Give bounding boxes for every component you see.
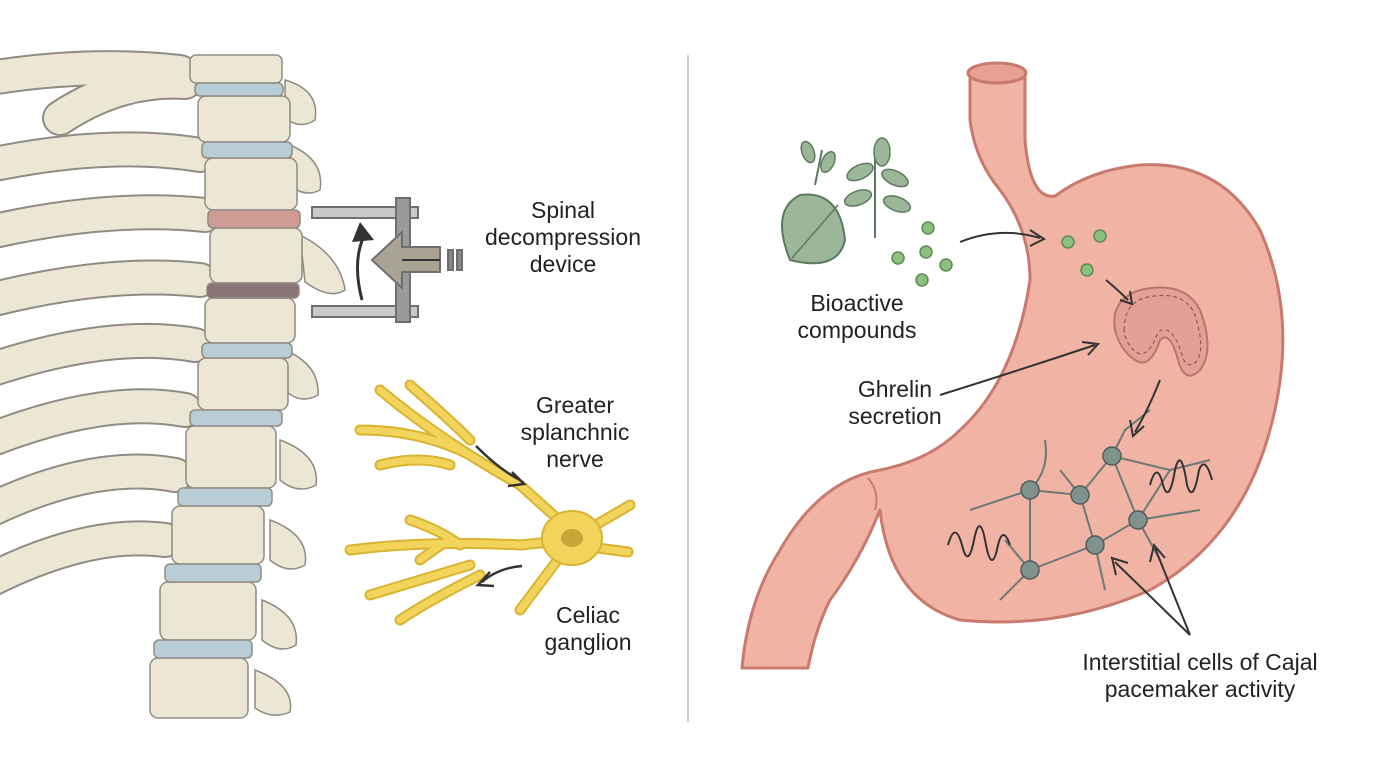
compounds-label-line-1: Bioactive (810, 290, 904, 316)
nerve-label-line-2: splanchnic (520, 419, 630, 445)
device-label: Spinal decompression device (478, 197, 648, 278)
splanchnic-nerve (344, 379, 636, 626)
ghrelin-cell (1113, 286, 1209, 377)
compound-dots (891, 221, 1107, 287)
ganglion-label-line-1: Celiac (556, 602, 620, 628)
vertebral-column (149, 54, 346, 719)
vertebral-bodies (149, 54, 303, 719)
ghrelin-label: Ghrelin secretion (830, 376, 960, 430)
nerve-label-line-3: nerve (546, 446, 604, 472)
rib-cage (0, 50, 223, 596)
nerve-label-line-1: Greater (536, 392, 614, 418)
ganglion-label-line-2: ganglion (544, 629, 632, 655)
nerve-label: Greater splanchnic nerve (500, 392, 650, 473)
device-label-line-2: decompression (485, 224, 641, 250)
ghrelin-label-line-1: Ghrelin (857, 376, 933, 402)
compounds-label-line-2: compounds (797, 317, 917, 343)
leaf-icon (781, 137, 912, 265)
intervertebral-discs (153, 82, 301, 659)
ghrelin-label-line-2: secretion (848, 403, 942, 429)
icc-nodes (1020, 446, 1148, 580)
compounds-label: Bioactive compounds (782, 290, 932, 344)
nerve-arrows (475, 445, 527, 588)
pylorus-fold (867, 477, 878, 511)
esophagus-opening (966, 61, 1028, 85)
spinous-processes (254, 79, 346, 716)
ganglion-label: Celiac ganglion (528, 602, 648, 656)
icc-label: Interstitial cells of Cajal pacemaker ac… (1050, 649, 1350, 703)
wave-icon (947, 459, 1213, 561)
device-label-line-1: Spinal (531, 197, 595, 223)
degenerated-disc (206, 282, 300, 299)
celiac-ganglion (541, 510, 603, 566)
device-label-line-3: device (529, 251, 597, 277)
process-arrows (939, 229, 1191, 636)
herb-sprig (800, 137, 912, 238)
icc-label-line-2: pacemaker activity (1104, 676, 1296, 702)
lift-arrow-icon (352, 222, 374, 301)
icc-label-line-1: Interstitial cells of Cajal (1082, 649, 1318, 675)
inflamed-disc (207, 209, 301, 229)
